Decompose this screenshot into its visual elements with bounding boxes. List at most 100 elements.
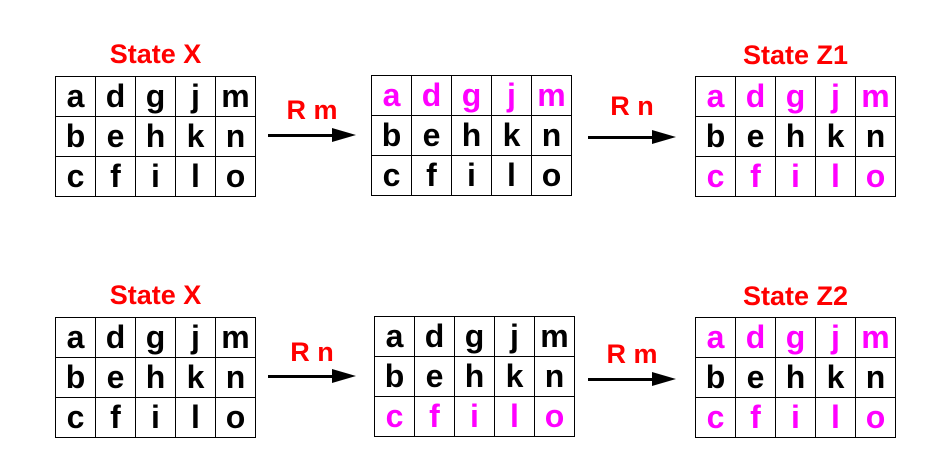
grid-cell: j — [175, 317, 216, 358]
grid-cell: l — [175, 397, 216, 438]
grid-cell: f — [95, 397, 136, 438]
grid-cell: c — [374, 396, 415, 437]
arrow-head-icon — [652, 372, 676, 386]
state-x-title-row1: State X — [109, 39, 202, 69]
grid-cell: e — [411, 115, 452, 156]
grid-cell: c — [695, 156, 736, 197]
grid-cell: e — [735, 116, 776, 157]
transform-label-rn-row2: R n — [290, 337, 334, 367]
grid-cell: j — [815, 76, 856, 117]
grid-cell: c — [371, 155, 412, 196]
transform-label-rn-row1: R n — [610, 91, 654, 121]
grid-cell: h — [135, 116, 176, 157]
grid-cell: m — [855, 317, 896, 358]
grid-cell: c — [55, 397, 96, 438]
grid-cell: d — [95, 76, 136, 117]
grid-cell: k — [175, 116, 216, 157]
grid-cell: i — [775, 397, 816, 438]
arrow-shaft — [268, 134, 334, 137]
grid-cell: d — [411, 75, 452, 116]
grid-cell: c — [55, 156, 96, 197]
grid-cell: o — [534, 396, 575, 437]
state-z1-title: State Z1 — [742, 40, 849, 70]
transform-label-rm-row2: R m — [606, 339, 658, 369]
grid-cell: f — [735, 397, 776, 438]
grid-cell: n — [215, 116, 256, 157]
grid-cell: k — [491, 115, 532, 156]
grid-cell: k — [175, 357, 216, 398]
grid-cell: f — [414, 396, 455, 437]
grid-cell: g — [135, 317, 176, 358]
grid-cell: k — [815, 116, 856, 157]
grid-cell: d — [735, 317, 776, 358]
grid-cell: a — [371, 75, 412, 116]
grid-cell: a — [55, 317, 96, 358]
grid-cell: o — [215, 156, 256, 197]
transform-label-rm-row1: R m — [286, 95, 338, 125]
grid-cell: a — [374, 316, 415, 357]
arrow-right-icon — [268, 128, 356, 142]
grid-cell: b — [55, 116, 96, 157]
grid-cell: a — [55, 76, 96, 117]
grid-cell: e — [95, 116, 136, 157]
arrow-right-icon — [268, 369, 356, 383]
grid-cell: g — [454, 316, 495, 357]
grid-cell: c — [695, 397, 736, 438]
grid-cell: n — [531, 115, 572, 156]
grid-cell: l — [491, 155, 532, 196]
arrow-shaft — [588, 378, 654, 381]
grid-cell: b — [374, 356, 415, 397]
arrow-right-icon — [588, 130, 676, 144]
grid-cell: a — [695, 317, 736, 358]
grid-cell: f — [735, 156, 776, 197]
grid-cell: m — [215, 317, 256, 358]
grid-cell: h — [454, 356, 495, 397]
grid-cell: n — [215, 357, 256, 398]
grid-cell: a — [695, 76, 736, 117]
state-z2-title: State Z2 — [742, 281, 849, 311]
grid-cell: j — [494, 316, 535, 357]
grid-cell: d — [95, 317, 136, 358]
grid-cell: j — [175, 76, 216, 117]
arrow-head-icon — [332, 128, 356, 142]
grid-cell: l — [815, 397, 856, 438]
grid-cell: i — [135, 156, 176, 197]
arrow-right-icon — [588, 372, 676, 386]
grid-cell: f — [95, 156, 136, 197]
grid-cell: d — [414, 316, 455, 357]
grid-cell: o — [855, 156, 896, 197]
arrow-shaft — [588, 136, 654, 139]
grid-cell: g — [775, 317, 816, 358]
grid-cell: n — [855, 116, 896, 157]
grid-cell: m — [534, 316, 575, 357]
grid-cell: b — [695, 116, 736, 157]
grid-cell: b — [371, 115, 412, 156]
grid-cell: k — [815, 357, 856, 398]
grid-cell: l — [175, 156, 216, 197]
grid-cell: b — [55, 357, 96, 398]
grid-cell: g — [775, 76, 816, 117]
grid-cell: j — [815, 317, 856, 358]
grid-cell: h — [451, 115, 492, 156]
grid-cell: h — [775, 116, 816, 157]
grid-cell: l — [494, 396, 535, 437]
grid-cell: j — [491, 75, 532, 116]
grid-cell: b — [695, 357, 736, 398]
grid-cell: g — [135, 76, 176, 117]
grid-cell: o — [531, 155, 572, 196]
grid-cell: e — [414, 356, 455, 397]
